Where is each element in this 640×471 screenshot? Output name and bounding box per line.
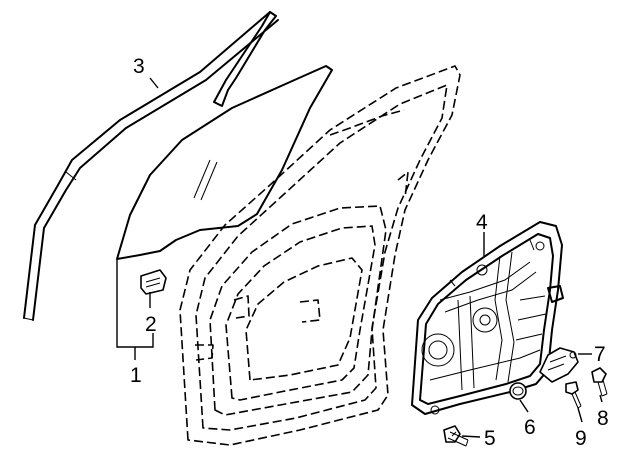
bolt-8 bbox=[591, 367, 608, 397]
callout-5: 5 bbox=[484, 427, 496, 450]
door-frame bbox=[179, 65, 461, 446]
callout-1: 1 bbox=[130, 364, 142, 387]
bolt-5 bbox=[443, 425, 469, 447]
callout-6: 6 bbox=[524, 416, 536, 439]
screw-9 bbox=[565, 381, 582, 409]
motor-bracket bbox=[539, 347, 579, 383]
grommet bbox=[509, 382, 527, 400]
callout-labels: 1 2 3 4 5 6 7 8 9 bbox=[130, 55, 609, 450]
callout-4: 4 bbox=[476, 211, 488, 234]
leader-lines bbox=[116, 77, 603, 438]
callout-8: 8 bbox=[597, 407, 609, 430]
door-glass bbox=[116, 65, 333, 260]
callout-3: 3 bbox=[133, 55, 145, 78]
callout-2: 2 bbox=[145, 313, 157, 336]
callout-7: 7 bbox=[594, 343, 606, 366]
callout-9: 9 bbox=[575, 427, 587, 450]
run-channel bbox=[23, 11, 279, 321]
regulator-panel bbox=[411, 221, 564, 415]
glass-clip bbox=[140, 269, 167, 295]
